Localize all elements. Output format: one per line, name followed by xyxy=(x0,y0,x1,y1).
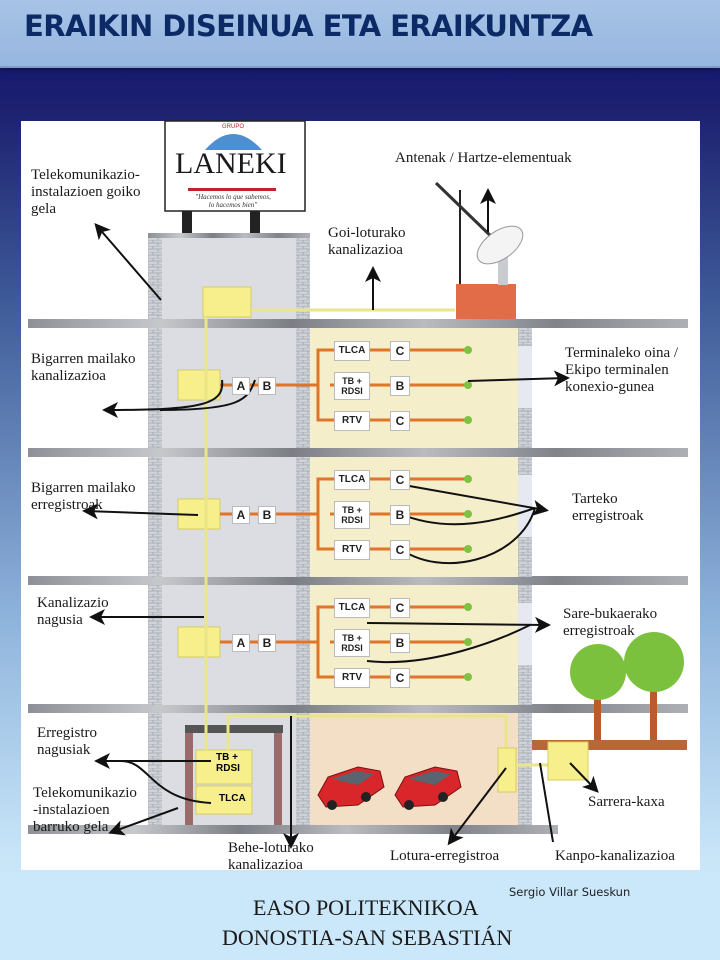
register-label: C xyxy=(390,411,410,431)
secondary-register xyxy=(177,369,221,401)
tree-icon xyxy=(624,632,684,740)
pointer-arrows xyxy=(82,188,599,849)
label-upper-link-duct: Goi-loturako kanalizazioa xyxy=(328,225,406,258)
car-icon xyxy=(394,766,462,810)
terminal-point xyxy=(464,638,472,646)
main-register-tb-label: TB + RDSI xyxy=(216,752,240,774)
car-icon xyxy=(317,766,385,810)
service-label: TLCA xyxy=(334,598,370,618)
register-a-label: A xyxy=(232,634,250,652)
label-external-duct: Kanpo-kanalizazioa xyxy=(555,848,675,864)
register-b-label: B xyxy=(258,634,276,652)
register-label: B xyxy=(390,505,410,525)
service-label: TLCA xyxy=(334,341,370,361)
service-label: RTV xyxy=(334,411,370,431)
satellite-dish-icon xyxy=(476,225,524,265)
terminal-point xyxy=(464,673,472,681)
garage xyxy=(310,713,518,825)
terminal-point xyxy=(464,603,472,611)
main-register-tb-rdsi xyxy=(195,749,253,785)
label-entry-box: Sarrera-kaxa xyxy=(588,794,665,810)
register-label: C xyxy=(390,470,410,490)
secondary-register xyxy=(177,626,221,658)
footer-city: DONOSTIA-SAN SEBASTIÁN xyxy=(222,925,513,950)
stairwell-floor xyxy=(148,457,310,577)
label-main-registers: Erregistro nagusiak xyxy=(37,725,97,758)
label-secondary-duct: Bigarren mailako kanalizazioa xyxy=(31,351,136,384)
main-register-tlca xyxy=(195,785,253,815)
terminal-point xyxy=(464,416,472,424)
roof-antenna-box xyxy=(456,284,516,320)
lower-link-duct-line xyxy=(226,714,508,750)
stairwell-floor xyxy=(148,328,310,448)
label-terminal-base: Terminaleko oina / Ekipo terminalen kone… xyxy=(565,345,679,395)
ground xyxy=(532,740,687,750)
logo-brand: LANEKI xyxy=(175,147,287,180)
label-intermediate-registers: Tarteko erregistroak xyxy=(572,491,644,524)
terminal-point xyxy=(464,510,472,518)
footer-author: Sergio Villar Sueskun xyxy=(509,885,631,899)
register-b-label: B xyxy=(258,506,276,524)
service-label: RTV xyxy=(334,668,370,688)
footer-school: EASO POLITEKNIKOA xyxy=(253,895,479,920)
service-label: TB + RDSI xyxy=(334,501,370,529)
globe-icon xyxy=(205,134,262,150)
label-lower-telecom-room: Telekomunikazio -instalazioen barruko ge… xyxy=(33,785,137,835)
floor-slabs xyxy=(28,319,688,834)
register-b-label: B xyxy=(258,377,276,395)
logo-slogan: "Hacemos lo que sabemos,lo hacemos bien" xyxy=(195,193,271,209)
yagi-antenna-icon xyxy=(434,181,500,245)
service-label: TLCA xyxy=(334,470,370,490)
register-label: B xyxy=(390,376,410,396)
service-label: TB + RDSI xyxy=(334,372,370,400)
label-network-end-registers: Sare-bukaerako erregistroak xyxy=(563,606,658,639)
terminal-point xyxy=(464,545,472,553)
logo-group: GRUPO xyxy=(222,124,245,130)
title-bar: ERAIKIN DISEINUA ETA ERAIKUNTZA xyxy=(0,0,720,68)
slide-title: ERAIKIN DISEINUA ETA ERAIKUNTZA xyxy=(24,9,593,43)
link-register-box xyxy=(497,747,517,793)
label-link-register: Lotura-erregistroa xyxy=(390,848,500,864)
terminal-point xyxy=(464,346,472,354)
register-a-label: A xyxy=(232,377,250,395)
terminal-point xyxy=(464,475,472,483)
upper-register xyxy=(202,286,252,318)
register-label: C xyxy=(390,341,410,361)
register-label: B xyxy=(390,633,410,653)
register-label: C xyxy=(390,668,410,688)
tree-icon xyxy=(570,644,626,740)
service-label: TB + RDSI xyxy=(334,629,370,657)
label-secondary-registers: Bigarren mailako erregistroak xyxy=(31,480,136,513)
service-label: RTV xyxy=(334,540,370,560)
terminal-point xyxy=(464,381,472,389)
register-a-label: A xyxy=(232,506,250,524)
stairwell-floor xyxy=(148,585,310,705)
label-upper-telecom-room: Telekomunikazio- instalazioen goiko gela xyxy=(31,167,141,217)
laneki-logo-billboard xyxy=(164,120,306,234)
register-label: C xyxy=(390,598,410,618)
label-main-duct: Kanalizazio nagusia xyxy=(37,595,109,628)
main-register-tlca-label: TLCA xyxy=(219,793,246,804)
label-antennas: Antenak / Hartze-elementuak xyxy=(395,150,572,166)
footer-background xyxy=(0,872,720,960)
register-label: C xyxy=(390,540,410,560)
lower-room-lintel xyxy=(185,725,283,733)
label-lower-link-duct: Behe-loturako kanalizazioa xyxy=(228,840,314,873)
